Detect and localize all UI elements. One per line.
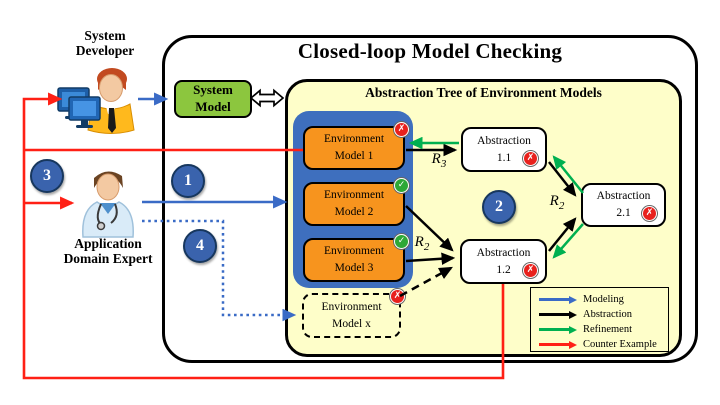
fail-badge-icon: ✗ [523, 151, 538, 166]
pass-badge-icon: ✓ [394, 178, 409, 193]
modeling-arrow-icon [539, 298, 569, 301]
legend-item-abstraction: Abstraction [539, 307, 668, 322]
step-2-badge: 2 [482, 190, 516, 224]
abstraction-2-1-box: Abstraction 2.1 ✗ [581, 183, 666, 227]
legend-item-modeling: Modeling [539, 292, 668, 307]
refinement-arrow-icon [539, 328, 569, 331]
environment-model-1-box: Environment Model 1 ✗ [303, 122, 409, 170]
system-model-box: System Model [174, 80, 252, 118]
fail-badge-icon: ✗ [390, 289, 405, 304]
legend-item-counter-example: Counter Example [539, 337, 668, 352]
relation-r2-left-label: R2 [414, 234, 430, 253]
developer-label: System Developer [75, 28, 135, 59]
environment-model-3-box: Environment Model 3 ✓ [303, 234, 409, 282]
fail-badge-icon: ✗ [523, 263, 538, 278]
relation-r2-right-label: R2 [549, 193, 565, 212]
legend-item-refinement: Refinement [539, 322, 668, 337]
counter-example-arrow-icon [539, 343, 569, 346]
environment-model-2-box: Environment Model 2 ✓ [303, 178, 409, 226]
fail-badge-icon: ✗ [642, 206, 657, 221]
expert-label: Application Domain Expert [63, 236, 153, 267]
fail-badge-icon: ✗ [394, 122, 409, 137]
environment-model-x-box: Environment Model x ✗ [302, 289, 405, 338]
abstraction-1-2-box: Abstraction 1.2 ✗ [460, 239, 547, 284]
diagram-title: Closed-loop Model Checking [297, 39, 563, 63]
step-1-badge: 1 [171, 164, 205, 198]
developer-icon [57, 68, 135, 134]
abstraction-1-1-box: Abstraction 1.1 ✗ [461, 127, 547, 172]
legend: Modeling Abstraction Refinement Counter … [530, 287, 669, 352]
domain-expert-icon [82, 171, 134, 238]
relation-r3-label: R3 [431, 151, 447, 170]
abstraction-tree-title: Abstraction Tree of Environment Models [365, 85, 602, 100]
abstraction-arrow-icon [539, 313, 569, 316]
bidirectional-arrow-icon [250, 88, 284, 108]
step-4-badge: 4 [183, 229, 217, 263]
step-3-badge: 3 [30, 159, 64, 193]
